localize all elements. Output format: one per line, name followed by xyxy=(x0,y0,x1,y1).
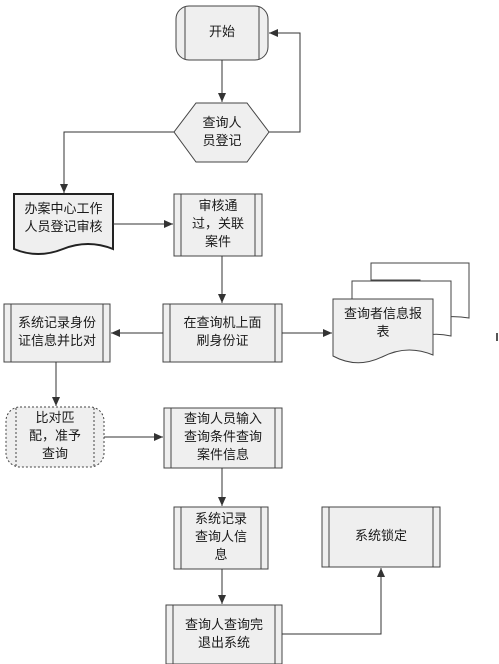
register-text: 查询人 员登记 xyxy=(202,116,242,149)
record-user-text: 系统记录 查询人信 息 xyxy=(194,512,247,563)
match-label: 比对匹 配，准予 查询 xyxy=(14,407,96,467)
record-compare-label: 系统记录身份 证信息并比对 xyxy=(11,304,103,362)
exit-text: 查询人查询完 退出系统 xyxy=(184,617,263,651)
start-label: 开始 xyxy=(176,6,268,60)
approved-text: 审核通 过，关联 案件 xyxy=(191,199,244,250)
input-query-text: 查询人员输入 查询条件查询 案件信息 xyxy=(183,412,262,463)
register-label: 查询人 员登记 xyxy=(178,104,266,162)
swipe-id-text: 在查询机上面 刷身份证 xyxy=(183,316,262,349)
report-text: 查询者信息报 表 xyxy=(343,307,422,340)
record-user-node xyxy=(173,506,269,570)
start-text: 开始 xyxy=(208,25,235,40)
arrow-register-loop xyxy=(269,29,301,133)
lock-text: 系统锁定 xyxy=(354,529,407,544)
approved-node xyxy=(173,193,263,257)
office-review-node xyxy=(13,193,114,255)
exit-label: 查询人查询完 退出系统 xyxy=(173,605,275,664)
match-node xyxy=(5,406,105,468)
report-label: 查询者信息报 表 xyxy=(333,302,433,346)
approved-label: 审核通 过，关联 案件 xyxy=(181,194,255,256)
report-node xyxy=(332,262,470,364)
input-query-node xyxy=(163,407,283,469)
arrow-register-review xyxy=(60,131,174,193)
input-query-label: 查询人员输入 查询条件查询 案件信息 xyxy=(171,408,275,468)
lock-label: 系统锁定 xyxy=(329,507,433,567)
match-text: 比对匹 配，准予 查询 xyxy=(28,411,81,462)
swipe-id-node xyxy=(162,303,283,363)
lock-node xyxy=(321,506,441,568)
exit-node xyxy=(165,604,283,664)
edge-marker xyxy=(496,333,498,341)
start-node xyxy=(175,5,269,61)
office-review-label: 办案中心工作 人员登记审核 xyxy=(14,196,113,242)
record-user-label: 系统记录 查询人信 息 xyxy=(181,507,261,569)
swipe-id-label: 在查询机上面 刷身份证 xyxy=(170,304,275,362)
record-compare-text: 系统记录身份 证信息并比对 xyxy=(17,316,96,349)
record-compare-node xyxy=(3,303,111,363)
office-review-text: 办案中心工作 人员登记审核 xyxy=(24,202,103,235)
arrow-exit-lock xyxy=(282,568,385,635)
